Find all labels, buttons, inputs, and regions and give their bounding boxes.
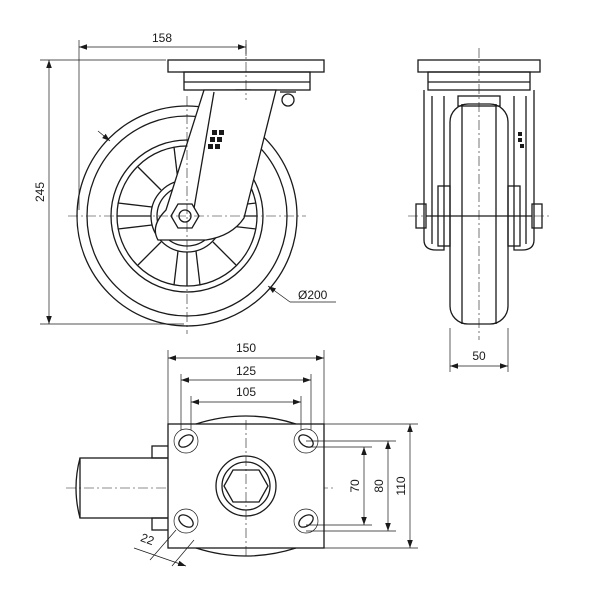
dim-hole-spacing-inner: 105 [236,385,256,399]
dim-height: 245 [33,182,47,202]
fork-left [423,90,445,251]
dim-plate-width: 110 [394,476,408,495]
top-view [66,415,336,557]
dim-hole-spacing-wide-inner: 70 [348,479,362,493]
swivel-head [183,71,311,91]
side-view-dimensions: 158 245 Ø200 [33,31,336,325]
front-view-dimensions: 50 [449,328,509,372]
dim-hole-spacing-outer: 125 [236,364,256,378]
dim-slot-size: 22 [139,530,157,548]
swivel-lock-bolt [281,93,295,107]
front-view [408,48,550,340]
dim-plate-length: 150 [236,341,256,355]
dim-wheel-diameter: Ø200 [298,288,328,302]
fork-right [513,90,535,251]
dim-hole-spacing-wide-outer: 80 [372,479,386,493]
king-pin-nut [223,469,269,503]
fork-leg [154,89,277,241]
top-view-dimensions: 150 125 105 110 80 70 22 [133,341,418,567]
side-view [68,44,325,334]
dim-wheel-width: 50 [472,349,486,363]
dim-plate-offset: 158 [152,31,172,45]
